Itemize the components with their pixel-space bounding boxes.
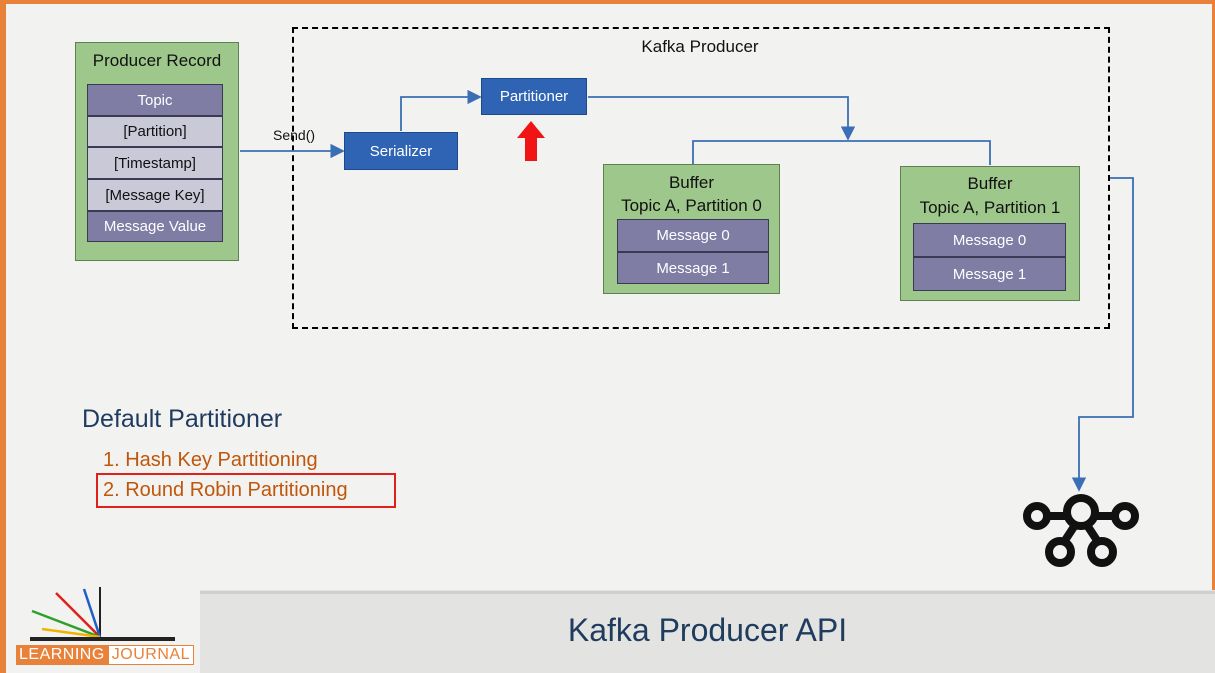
- buffer-1-title: Buffer: [967, 174, 1013, 193]
- kafka-logo-icon: [1023, 494, 1139, 567]
- buffer-1-subtitle: Topic A, Partition 1: [919, 198, 1061, 217]
- footer-title: Kafka Producer API: [567, 612, 848, 648]
- partitioner-box: Partitioner: [481, 78, 587, 115]
- slide-border-right: [1212, 0, 1215, 673]
- footer-divider: [200, 591, 1215, 594]
- field-timestamp: [Timestamp]: [87, 147, 223, 179]
- list-item-round-robin: 2. Round Robin Partitioning: [103, 479, 348, 501]
- round-robin-highlight: [96, 473, 396, 508]
- field-partition: [Partition]: [87, 116, 223, 147]
- serializer-box: Serializer: [344, 132, 458, 170]
- up-arrow-icon: [517, 121, 545, 161]
- footer-bar: [200, 590, 1215, 673]
- learning-journal-logo-icon: [30, 587, 175, 641]
- logo-word-learning: LEARNING: [16, 645, 108, 665]
- slide-border-top: [0, 0, 1215, 4]
- list-item-hash-key: 1. Hash Key Partitioning: [103, 449, 318, 471]
- send-label: Send(): [273, 127, 316, 143]
- buffer-0-message-0: Message 0: [617, 219, 769, 252]
- default-partitioner-title: Default Partitioner: [82, 405, 283, 433]
- buffer-1-message-0: Message 0: [913, 223, 1066, 257]
- partitioner-to-buffers-arrow: [588, 96, 856, 141]
- kafka-producer-frame: [292, 27, 1110, 329]
- logo-word-journal: JOURNAL: [107, 645, 194, 665]
- field-message-value: Message Value: [87, 211, 223, 242]
- field-message-key: [Message Key]: [87, 179, 223, 211]
- producer-to-cluster-arrow: [1071, 177, 1134, 492]
- serializer-to-partitioner-arrow: [400, 89, 482, 131]
- buffer-split-line: [692, 140, 991, 165]
- field-topic: Topic: [87, 84, 223, 116]
- buffer-0-message-1: Message 1: [617, 252, 769, 284]
- slide-border-left: [0, 0, 6, 673]
- producer-record-title: Producer Record: [92, 51, 222, 70]
- kafka-producer-title: Kafka Producer: [641, 37, 759, 56]
- buffer-1-message-1: Message 1: [913, 257, 1066, 291]
- buffer-0-title: Buffer: [668, 173, 715, 192]
- buffer-0-subtitle: Topic A, Partition 0: [621, 196, 762, 215]
